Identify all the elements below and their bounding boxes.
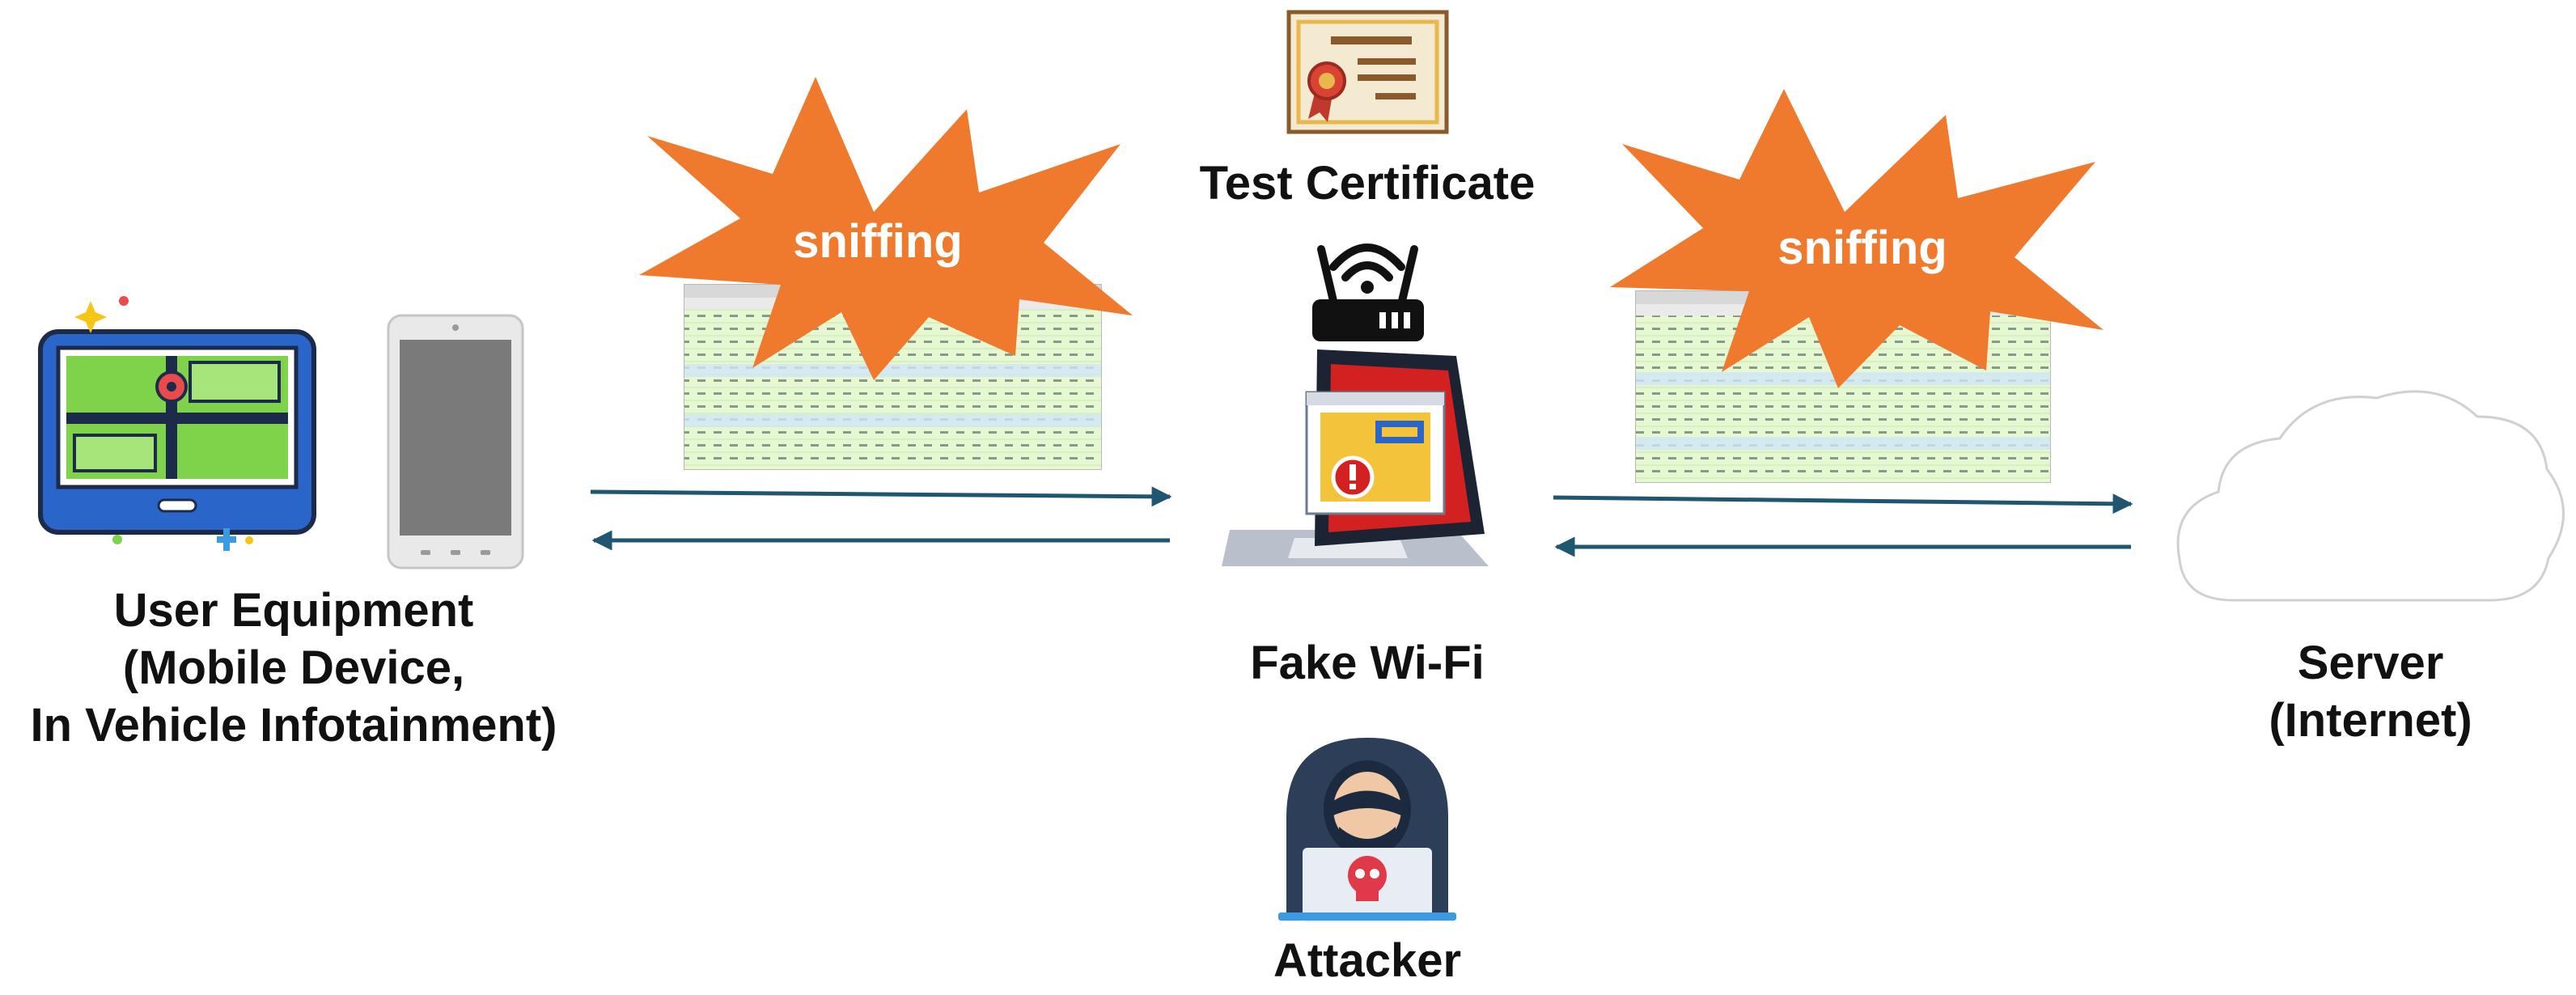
sniffing-label-left: sniffing (793, 215, 962, 268)
server-label: Server (Internet) (2201, 635, 2540, 750)
hacker-icon (1278, 738, 1456, 922)
user-equipment-label: User Equipment (Mobile Device, In Vehicl… (0, 582, 587, 754)
server-line-1: Server (2297, 637, 2444, 689)
cloud-icon (2176, 390, 2565, 602)
fake-wifi-label: Fake Wi-Fi (1250, 637, 1485, 689)
laptop-icon (1222, 349, 1489, 566)
sniffing-burst-left: sniffing (639, 77, 1133, 380)
arrow-user-to-wifi (590, 486, 1172, 507)
test-certificate-label: Test Certificate (1199, 157, 1536, 210)
arrow-wifi-to-server (1553, 493, 2133, 514)
user-equipment-line-2: (Mobile Device, (122, 641, 465, 694)
user-equipment-line-3: In Vehicle Infotainment) (30, 698, 557, 752)
router-icon (1312, 243, 1424, 341)
sniffing-burst-right: sniffing (1610, 89, 2104, 388)
sniffing-label-right: sniffing (1777, 222, 1947, 274)
arrows (590, 486, 2133, 557)
server-line-2: (Internet) (2269, 693, 2472, 747)
tablet-map-icon (38, 296, 316, 551)
user-equipment-line-1: User Equipment (113, 584, 474, 637)
attacker-label: Attacker (1273, 934, 1462, 987)
certificate-icon (1286, 10, 1449, 134)
smartphone-icon (387, 314, 524, 569)
